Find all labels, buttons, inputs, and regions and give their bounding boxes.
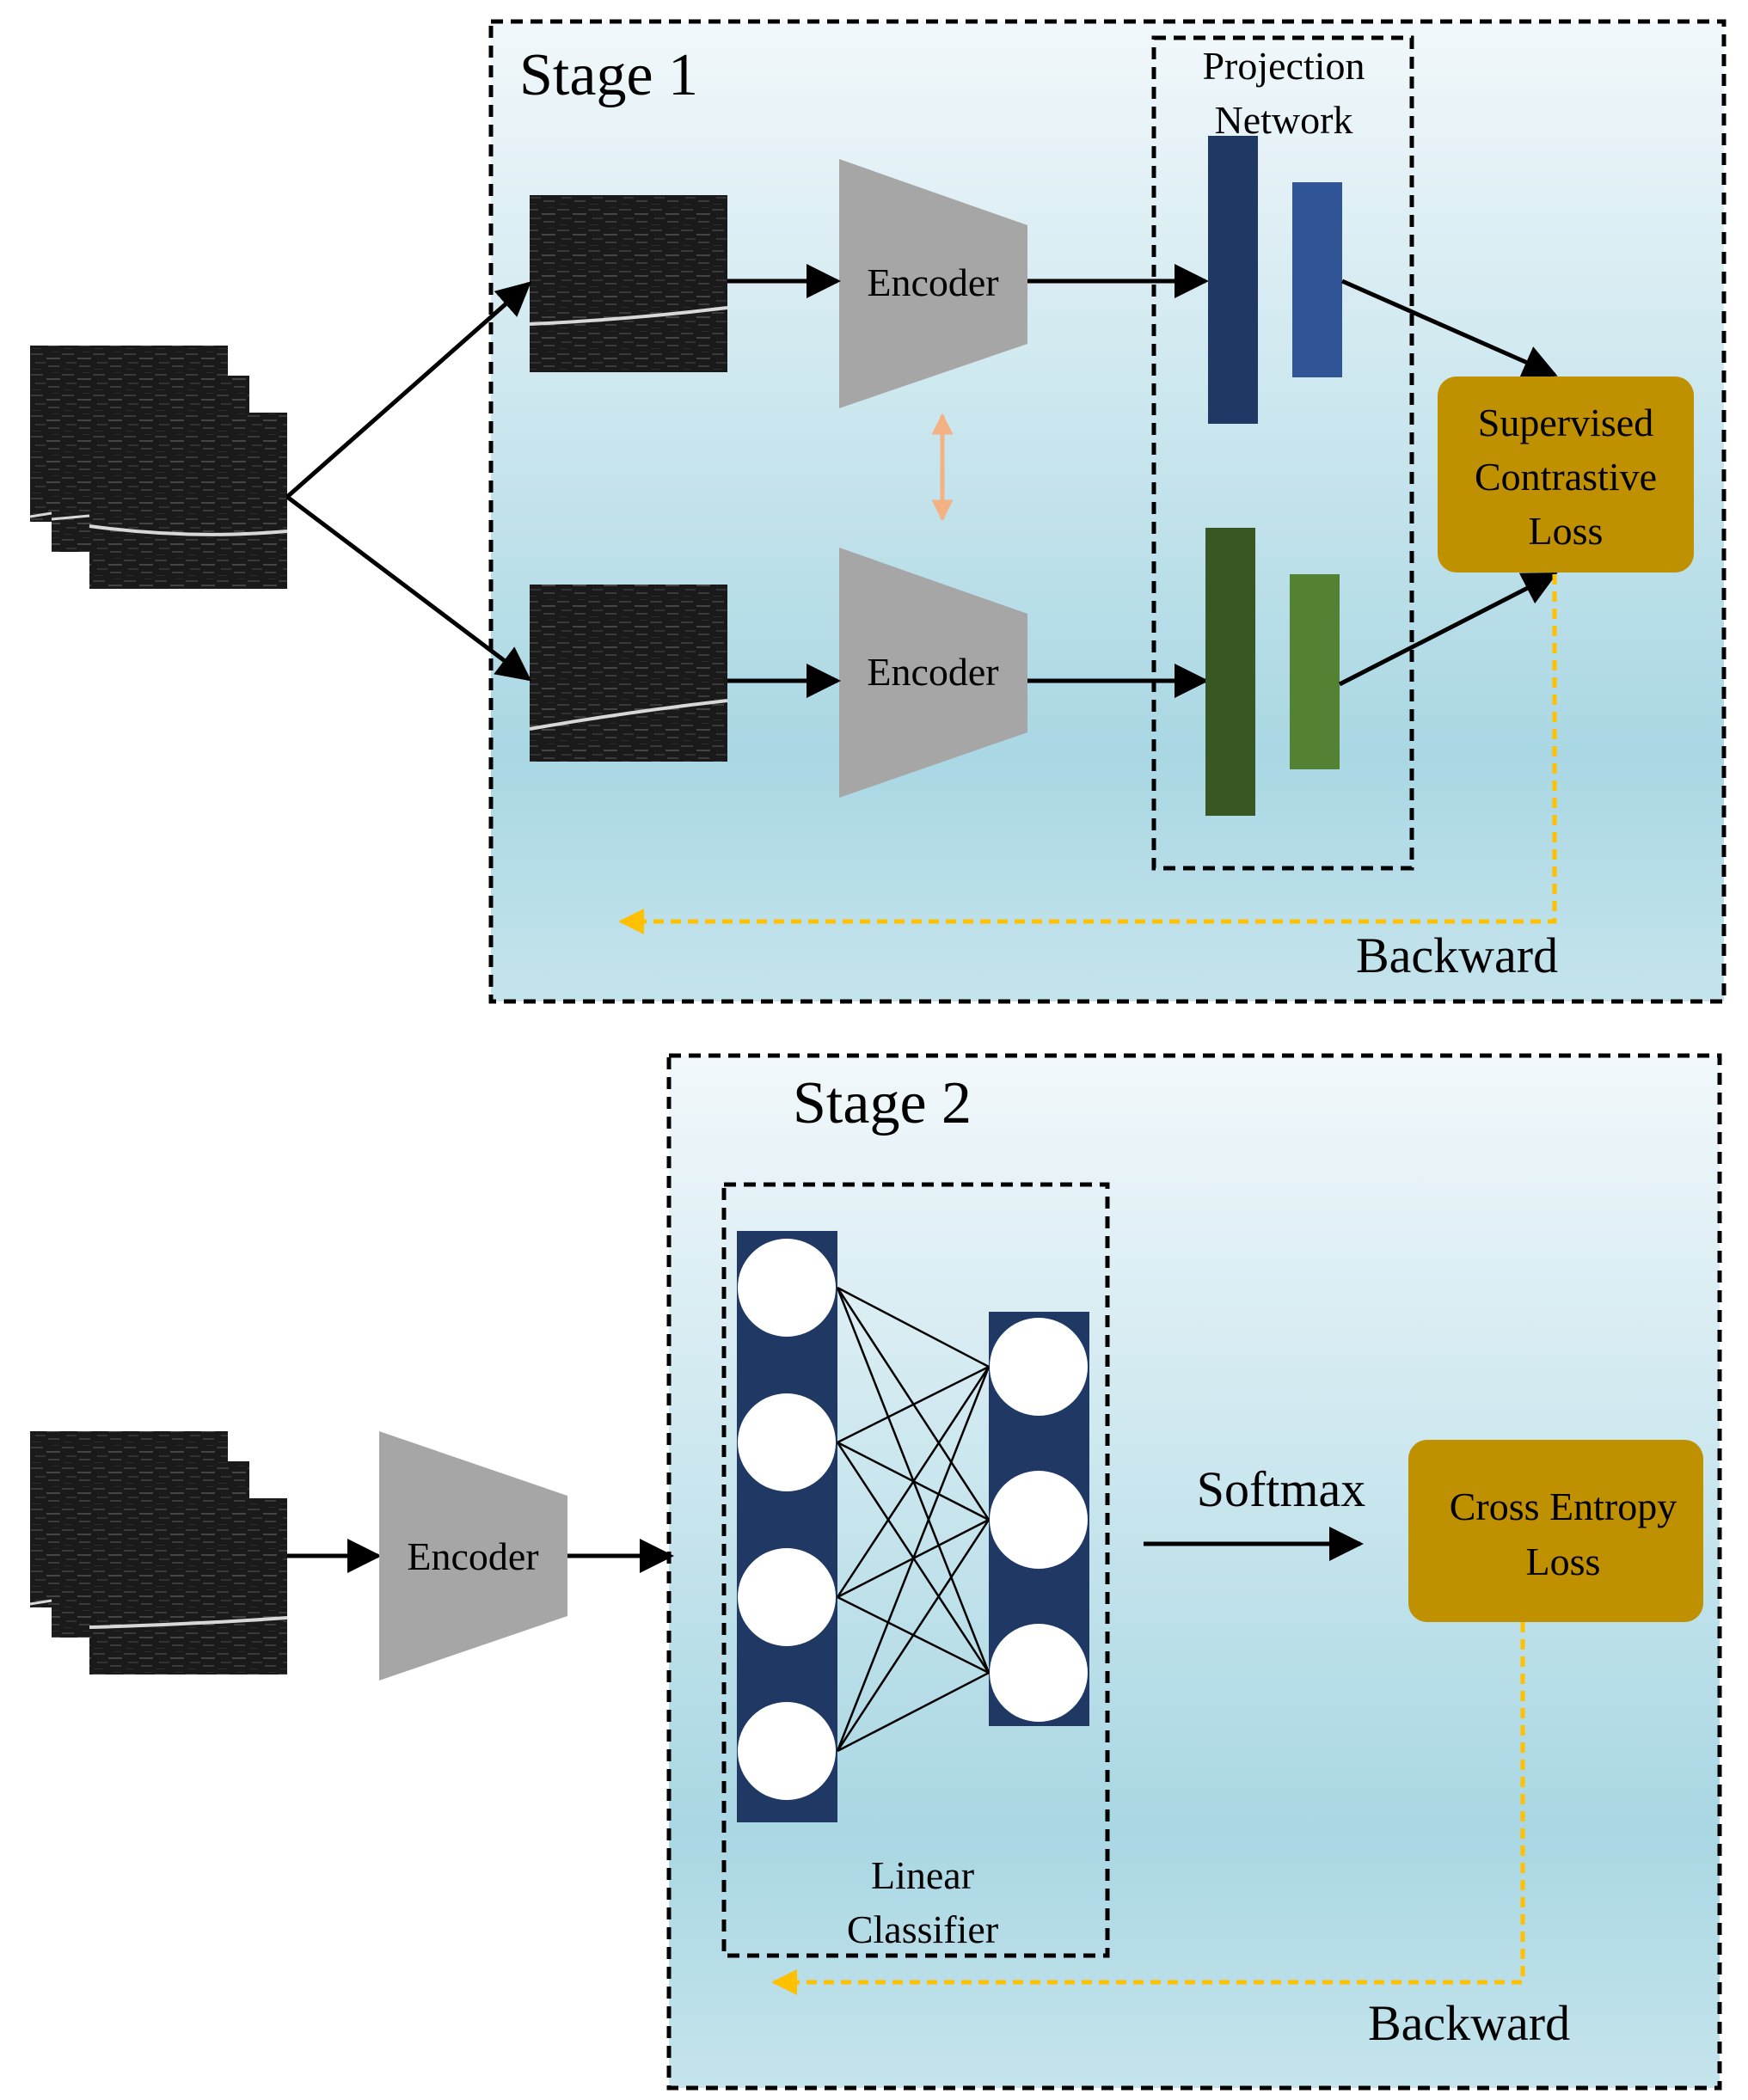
spectrogram-image-icon (529, 195, 728, 372)
stage1-title: Stage 1 (519, 42, 698, 108)
backward-arrow-stage1 (618, 574, 1557, 934)
encoder-top-label: Encoder (867, 260, 998, 304)
stage2-panel: Stage 2 Encoder (29, 1053, 1722, 2091)
projection-to-loss-arrow-bottom (1338, 572, 1558, 687)
loss-line1: Supervised (1478, 401, 1653, 444)
ce-loss-line2: Loss (1526, 1540, 1601, 1583)
supervised-contrastive-loss-box (1438, 377, 1694, 572)
loss-line2: Contrastive (1475, 455, 1657, 499)
projection-title-line2: Network (1215, 98, 1353, 142)
input-neuron (738, 1239, 836, 1337)
classifier-line1: Linear (871, 1853, 974, 1897)
output-neuron (990, 1318, 1088, 1416)
ce-loss-line1: Cross Entropy (1450, 1485, 1677, 1528)
neural-network-icon (737, 1231, 1089, 1822)
projection-layer2-bottom (1290, 574, 1340, 769)
projection-layer2-top (1292, 182, 1342, 377)
output-neuron (990, 1471, 1088, 1569)
loss-line3: Loss (1529, 509, 1604, 553)
encoder-trapezoid-icon (839, 159, 1027, 408)
stage1-panel: Stage 1 Projection Network Encoder (29, 19, 1727, 1004)
classifier-line2: Classifier (847, 1907, 998, 1951)
augment-arrow-top (285, 281, 531, 499)
projection-layer1-top (1208, 136, 1258, 424)
image-stack-icon (29, 1431, 288, 1674)
stage1-backward-label: Backward (1356, 928, 1558, 983)
encoder-bottom-label: Encoder (867, 650, 998, 694)
input-neuron (738, 1702, 836, 1800)
projection-to-loss-arrow-top (1340, 279, 1558, 378)
input-neuron (738, 1548, 836, 1646)
encoder-trapezoid-icon (379, 1431, 567, 1681)
output-neuron (990, 1624, 1088, 1722)
stage2-backward-label: Backward (1368, 1995, 1570, 2051)
input-neuron (738, 1393, 836, 1491)
stage2-title: Stage 2 (793, 1070, 972, 1136)
encoder-trapezoid-icon (839, 548, 1027, 798)
projection-network-box (1151, 35, 1414, 871)
projection-layer1-bottom (1205, 528, 1255, 816)
stage2-encoder-label: Encoder (407, 1534, 538, 1578)
augment-arrow-bottom (285, 495, 532, 682)
linear-classifier-box (721, 1182, 1110, 1958)
softmax-label: Softmax (1197, 1461, 1366, 1517)
projection-title-line1: Projection (1202, 44, 1365, 88)
cross-entropy-loss-box (1408, 1440, 1703, 1622)
image-stack-icon (29, 346, 288, 589)
spectrogram-image-icon (529, 585, 728, 762)
